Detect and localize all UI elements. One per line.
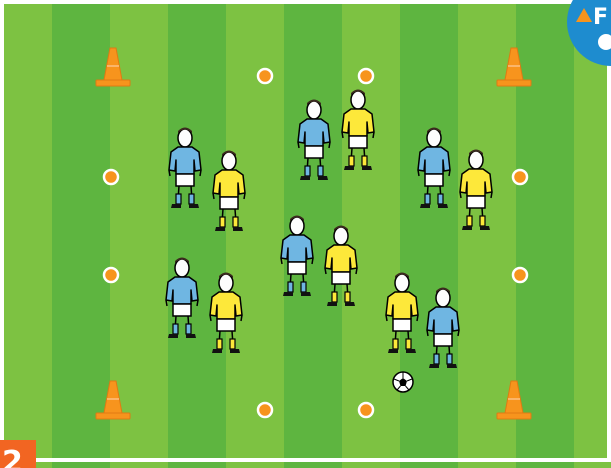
pitch-stripe [226, 0, 284, 468]
step-number: 2 [2, 445, 23, 468]
marker-dot-icon [258, 69, 272, 83]
marker-dot-icon [513, 170, 527, 184]
pitch-stripe [168, 0, 226, 468]
marker-dot-icon [359, 403, 373, 417]
marker-dot-icon [359, 69, 373, 83]
football-icon [393, 372, 413, 392]
pitch-stripe [516, 0, 574, 468]
pitch-stripe [574, 0, 611, 468]
pitch-stripe [52, 0, 110, 468]
step-badge: 2 [0, 440, 36, 468]
pitch-stripe [0, 0, 52, 468]
logo-letter: F [593, 5, 608, 30]
pitch-stripe [400, 0, 458, 468]
marker-dot-icon [104, 268, 118, 282]
marker-dot-icon [258, 403, 272, 417]
marker-dot-icon [104, 170, 118, 184]
marker-dot-icon [513, 268, 527, 282]
